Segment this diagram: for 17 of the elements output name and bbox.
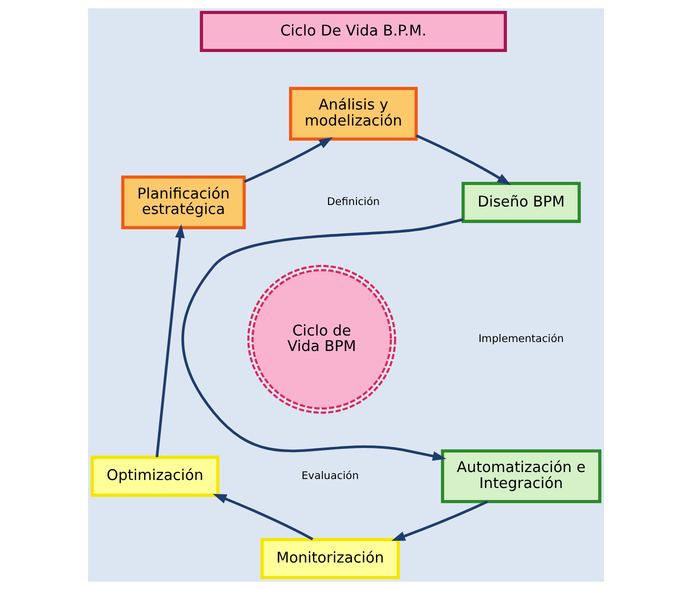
arrow (181, 218, 463, 461)
arrow (155, 224, 184, 458)
node-box: Ciclo De Vida B.P.M. (199, 10, 506, 52)
node-box: Planificación estratégica (120, 175, 246, 230)
node-box: Automatización e Integración (440, 449, 601, 504)
arrow (390, 500, 488, 541)
arrow (212, 494, 313, 540)
label: Evaluación (301, 470, 358, 482)
node-box: Diseño BPM (461, 182, 580, 223)
arrow (415, 134, 510, 186)
label: Implementación (478, 332, 564, 345)
label: Definición (326, 196, 380, 208)
node-circle: Ciclo de Vida BPM (246, 264, 396, 414)
arrow (243, 137, 332, 183)
node-box: Optimización (90, 456, 219, 497)
node-box: Monitorización (260, 538, 400, 580)
node-box: Análisis y modelización (288, 86, 418, 141)
